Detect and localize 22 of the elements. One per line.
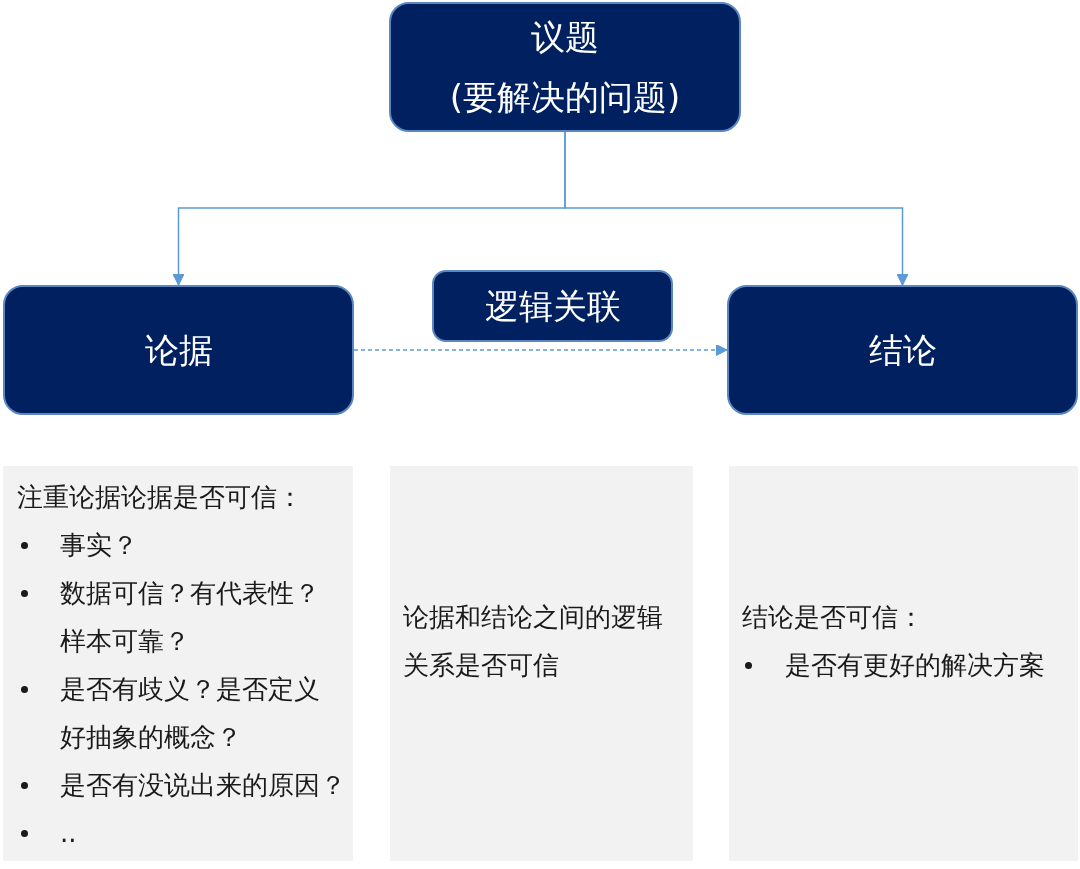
- rounded-box: [389, 2, 741, 132]
- box-label: 议题: [531, 16, 599, 59]
- list-item-text: 事实？: [60, 529, 138, 562]
- list-item-text: ..: [60, 817, 77, 850]
- rounded-box: [727, 285, 1078, 415]
- dashed-arrow: [353, 343, 728, 357]
- list-item-text: 是否有没说出来的原因？: [60, 769, 346, 802]
- box-label: 逻辑关联: [484, 285, 621, 328]
- text-panel: [729, 466, 1078, 861]
- rounded-box: [432, 270, 673, 342]
- list-item-text: 数据可信？有代表性？样本可靠？: [60, 577, 321, 658]
- box-sublabel: (要解决的问题): [449, 76, 681, 119]
- panel-heading: 注重论据论据是否可信：: [17, 481, 303, 514]
- text-panel: [3, 466, 353, 861]
- box-label: 论据: [144, 329, 213, 372]
- list-item-text: 是否有更好的解决方案: [785, 649, 1045, 682]
- panel-heading: 结论是否可信：: [742, 601, 924, 634]
- connector-arrow: [564, 131, 909, 286]
- rounded-box: [3, 285, 354, 415]
- panel-text: 论据和结论之间的逻辑关系是否可信: [403, 601, 664, 682]
- box-label: 结论: [868, 329, 937, 372]
- list-item-text: 是否有歧义？是否定义好抽象的概念？: [60, 673, 321, 754]
